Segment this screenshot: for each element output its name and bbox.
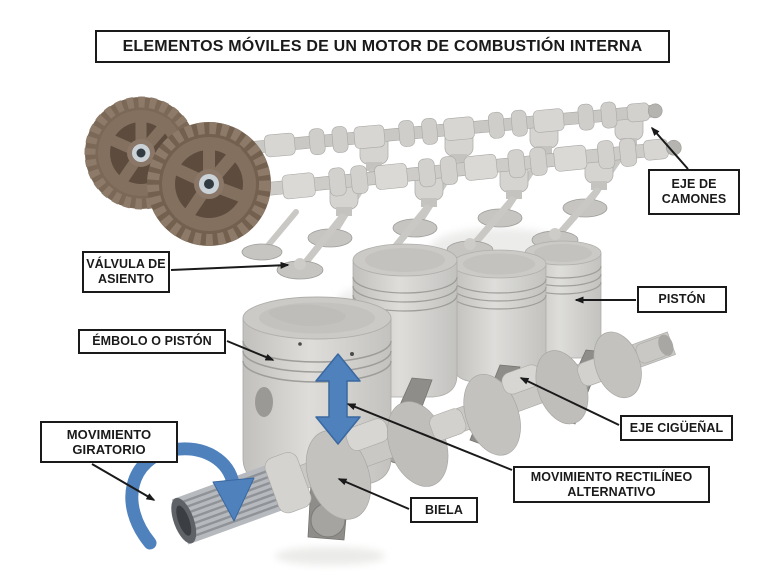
label-valvula-line2: ASIENTO [97,272,155,286]
connector-biela [337,478,410,510]
label-eje-ciguenal-text: EJE CIGÜEÑAL [629,420,724,435]
label-eje-ciguenal: EJE CIGÜEÑAL [620,415,733,441]
label-rectilineo-line1: MOVIMIENTO RECTILÍNEO [530,469,693,484]
label-giratorio-line1: MOVIMIENTO [66,426,152,442]
label-giratorio-line2: GIRATORIO [72,442,146,457]
callout-connectors [91,126,689,510]
label-embolo-o-piston: ÉMBOLO O PISTÓN [78,329,226,354]
label-piston: PISTÓN [637,286,727,313]
connector-movimiento-rectilineo [346,403,513,471]
piston-3 [451,249,547,383]
connector-movimiento-giratorio [91,463,156,501]
rear-camshaft [224,101,663,158]
front-camshaft [237,137,682,200]
connector-eje-de-camones [651,126,689,170]
page-title: ELEMENTOS MÓVILES DE UN MOTOR DE COMBUST… [95,30,670,63]
label-movimiento-giratorio: MOVIMIENTO GIRATORIO [40,421,178,463]
label-valvula-de-asiento: VÁLVULA DE ASIENTO [82,251,170,293]
label-movimiento-rectilineo: MOVIMIENTO RECTILÍNEO ALTERNATIVO [513,466,710,503]
connector-embolo-o-piston [226,340,275,361]
label-biela: BIELA [410,497,478,523]
reciprocating-motion-double-arrow [315,353,361,445]
label-embolo-text: ÉMBOLO O PISTÓN [92,334,212,349]
crankshaft [171,331,676,545]
page-title-text: ELEMENTOS MÓVILES DE UN MOTOR DE COMBUST… [122,37,643,55]
connector-eje-ciguenal [519,377,620,426]
label-rectilineo-line2: ALTERNATIVO [567,484,656,499]
label-eje-de-camones-line1: EJE DE [671,177,717,192]
label-biela-text: BIELA [425,502,463,517]
label-eje-de-camones: EJE DE CAMONES [648,169,740,215]
label-eje-de-camones-line2: CAMONES [661,192,727,206]
label-valvula-line1: VÁLVULA DE [86,257,166,272]
label-piston-text: PISTÓN [658,292,706,307]
camshaft-gear-front [147,122,271,246]
connector-valvula-de-asiento [170,261,290,271]
